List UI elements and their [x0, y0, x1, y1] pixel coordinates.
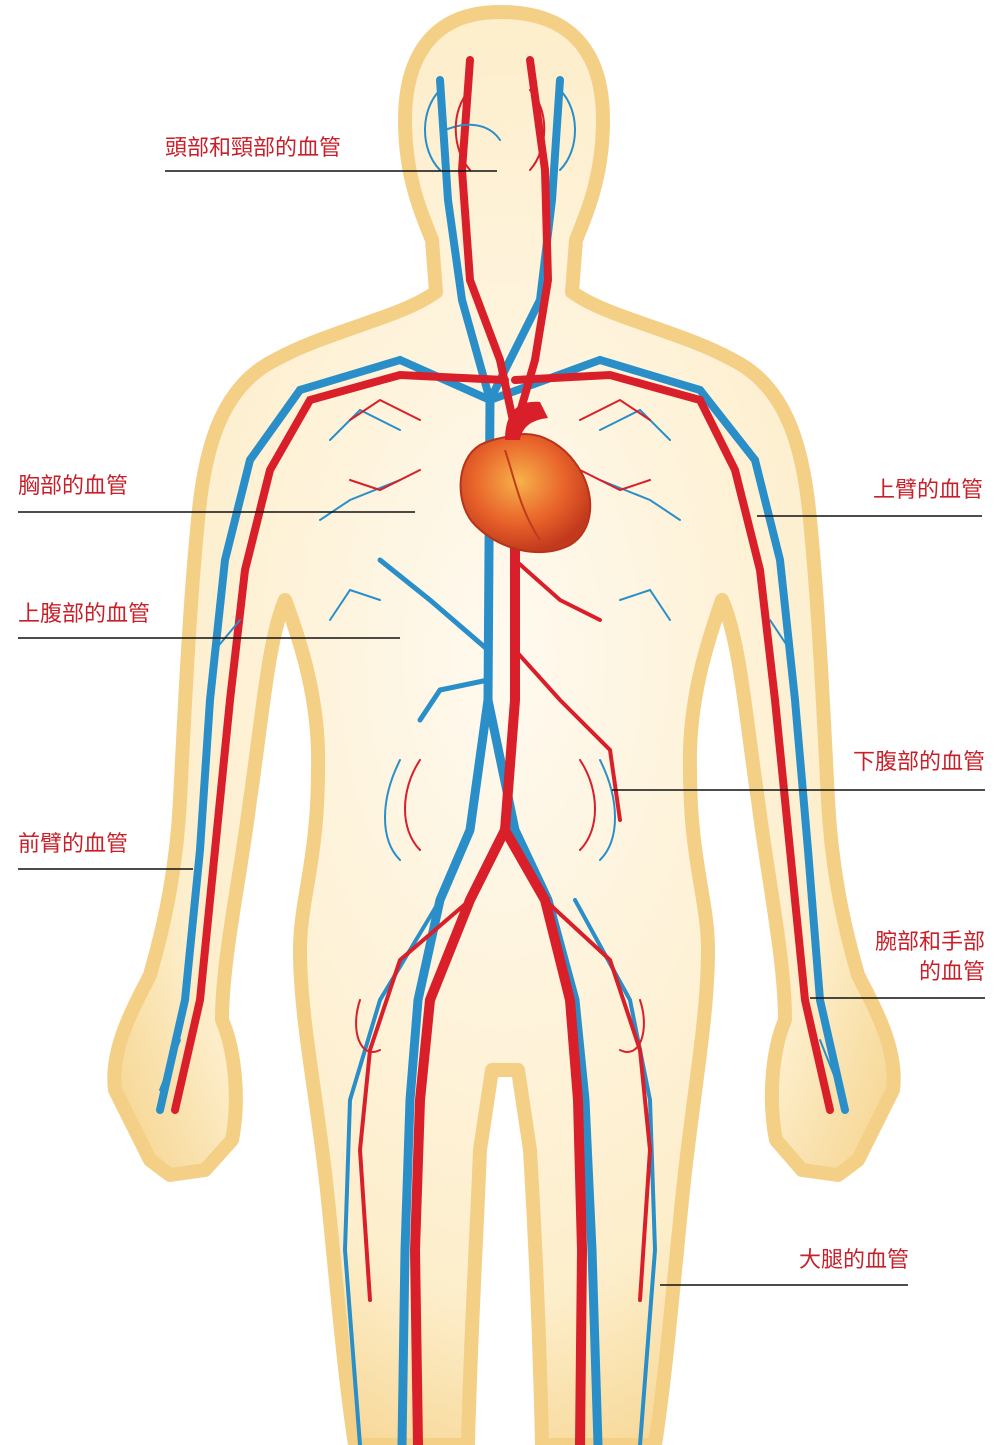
label-wrist-hand-vessels-line2: 的血管 — [919, 960, 985, 986]
label-lower-abdomen-vessels: 下腹部的血管 — [853, 750, 985, 776]
label-forearm-vessels: 前臂的血管 — [18, 832, 128, 858]
label-chest-vessels: 胸部的血管 — [18, 474, 128, 500]
label-upper-abdomen-vessels: 上腹部的血管 — [18, 602, 150, 628]
label-thigh-vessels: 大腿的血管 — [799, 1248, 909, 1274]
label-upper-arm-vessels: 上臂的血管 — [873, 478, 983, 504]
label-wrist-hand-vessels-line1: 腕部和手部 — [875, 930, 985, 956]
watermark — [78, 4, 288, 14]
label-head-neck-vessels: 頭部和頸部的血管 — [165, 136, 341, 162]
